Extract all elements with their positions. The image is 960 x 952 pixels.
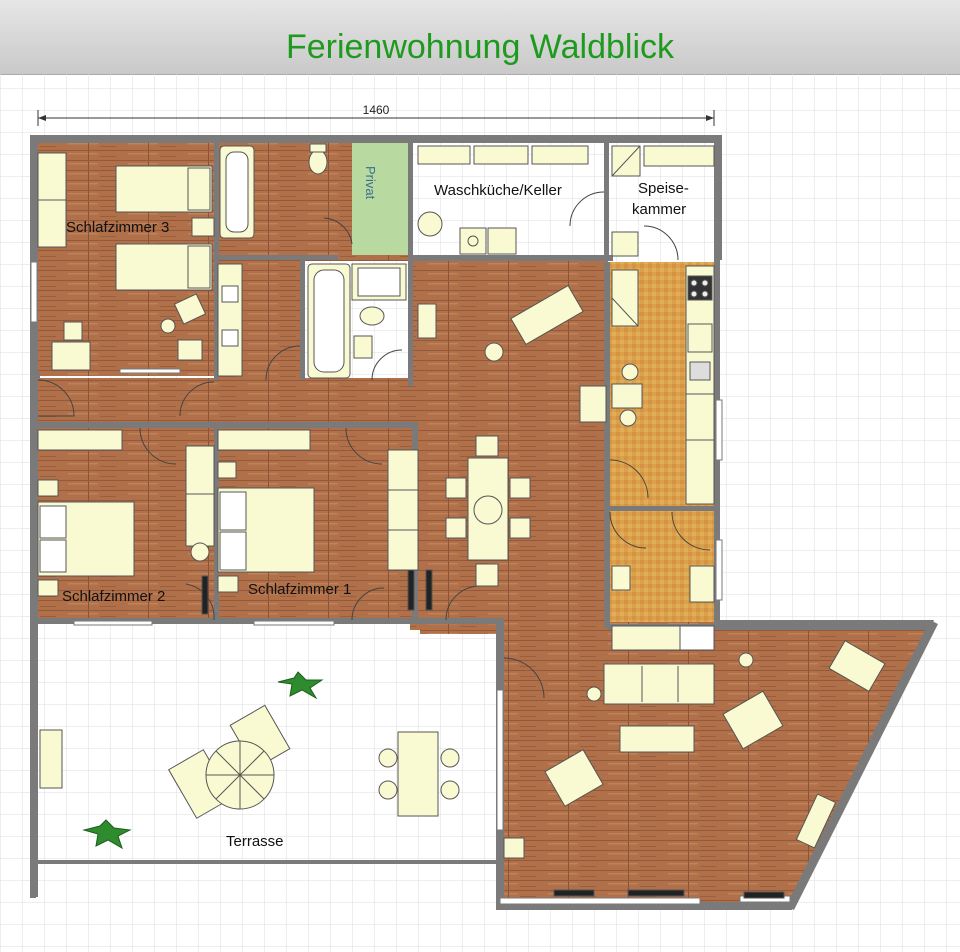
title-bar: Ferienwohnung Waldblick — [0, 0, 960, 75]
label-privat: Privat — [363, 166, 378, 200]
kitchen-counter — [685, 265, 715, 505]
label-waschkueche: Waschküche/Keller — [434, 182, 562, 199]
coffee-table — [619, 725, 695, 753]
wardrobe-sz1 — [387, 449, 419, 571]
label-terrasse: Terrasse — [226, 833, 284, 850]
label-speise-1: Speise- — [638, 180, 689, 197]
label-schlafzimmer-1: Schlafzimmer 1 — [248, 581, 351, 598]
label-schlafzimmer-3: Schlafzimmer 3 — [66, 219, 169, 236]
desk-sz3 — [51, 341, 91, 371]
armchair-living — [510, 284, 584, 346]
floor-plan: 1460 — [0, 74, 960, 952]
floor-living — [410, 260, 608, 630]
room-labels: Schlafzimmer 3 Schlafzimmer 2 Schlafzimm… — [62, 166, 689, 850]
furniture — [37, 143, 886, 899]
terrace-table — [397, 731, 439, 817]
floor-privat — [352, 143, 408, 255]
dimension-line: 1460 — [37, 103, 715, 126]
plant-icon — [82, 671, 324, 850]
dimension-label: 1460 — [363, 103, 390, 117]
sofa — [603, 663, 715, 705]
windows — [30, 261, 791, 905]
floor-corridor — [38, 378, 410, 426]
door-swings — [37, 191, 711, 699]
label-schlafzimmer-2: Schlafzimmer 2 — [62, 588, 165, 605]
label-speise-2: kammer — [632, 201, 686, 218]
plan-title: Ferienwohnung Waldblick — [285, 28, 675, 66]
